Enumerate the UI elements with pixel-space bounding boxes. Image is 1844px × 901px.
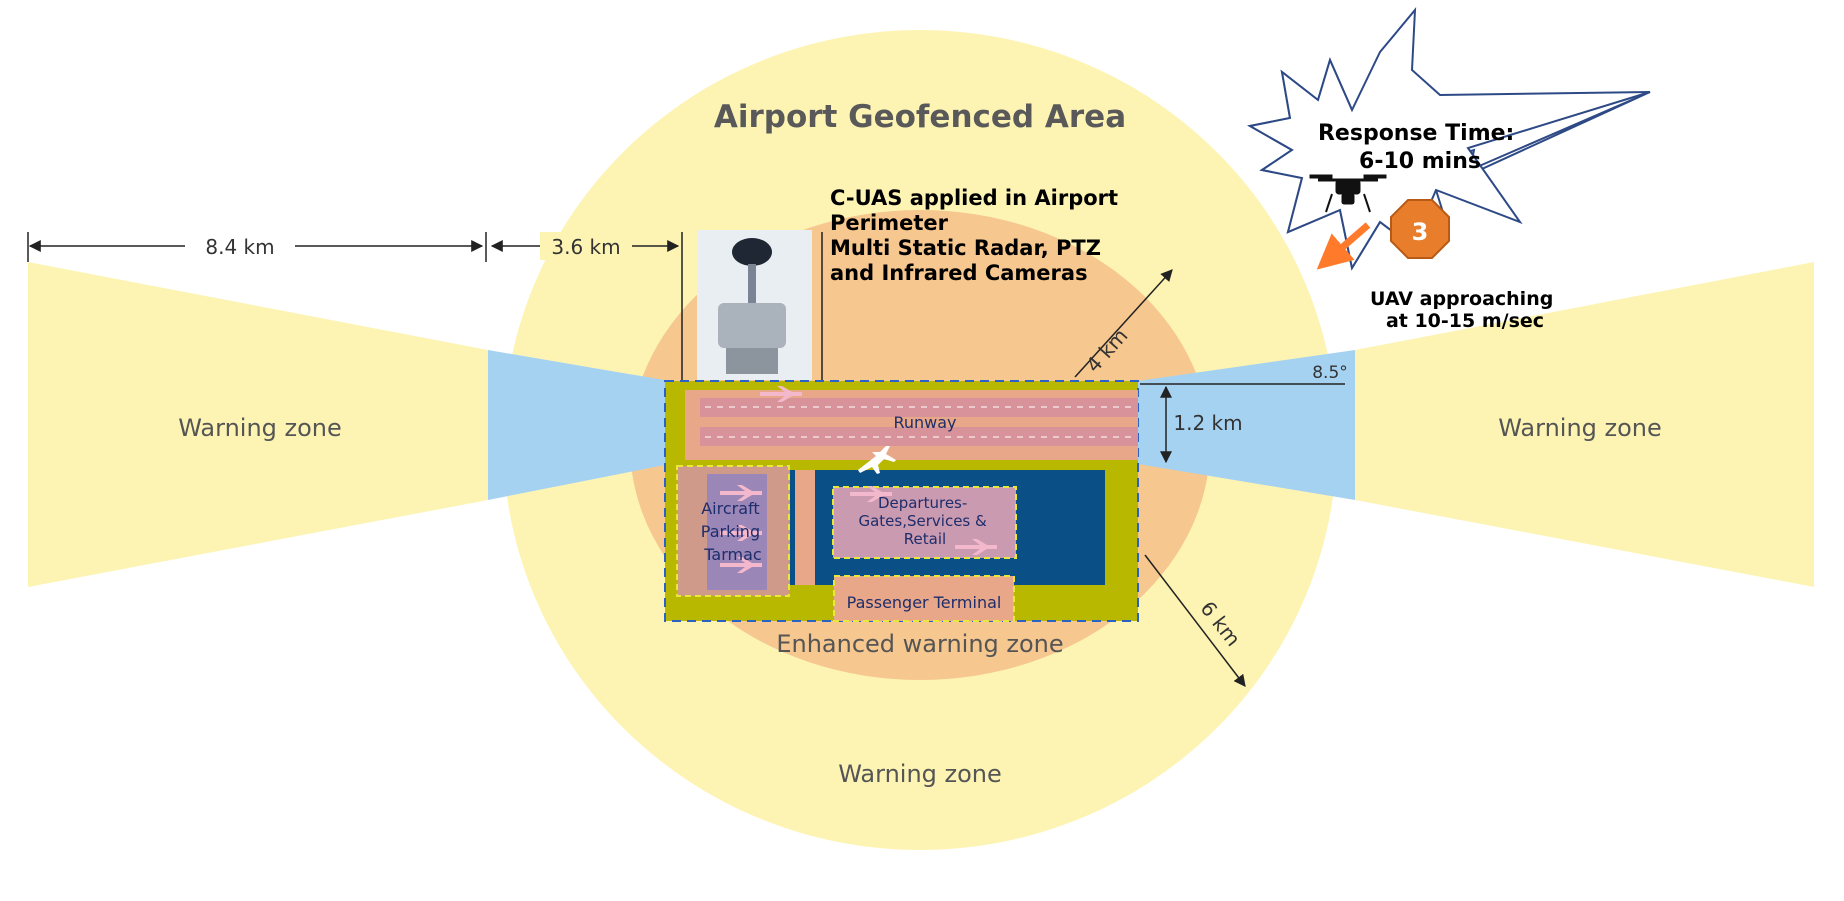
left-warning-label: Warning zone (178, 414, 342, 442)
airport-layout (664, 380, 1139, 622)
right-warning-wedge (1355, 262, 1814, 587)
uav-line-2: at 10-15 m/sec (1386, 310, 1544, 332)
runway-label: Runway (893, 413, 956, 432)
radar-sensor-photo (697, 230, 812, 380)
step-badge-number: 3 (1412, 218, 1429, 246)
right-approach-cone (1138, 350, 1355, 500)
radius-6km-arrow (1144, 554, 1246, 687)
departures-line-1: Departures- (878, 494, 967, 512)
parking-line-3: Tarmac (703, 545, 761, 564)
svg-text:Departures- Gates,Services: Departures- Gates,Services & Retail (858, 494, 991, 548)
enhanced-warning-label: Enhanced warning zone (776, 630, 1063, 658)
right-warning-label: Warning zone (1498, 414, 1662, 442)
cuas-line-4: and Infrared Cameras (830, 261, 1088, 285)
departures-line-3: Retail (904, 530, 946, 548)
uav-line-1: UAV approaching (1370, 288, 1553, 310)
drone-icon (1309, 174, 1387, 213)
departures-line-2: Gates,Services & (858, 512, 987, 530)
left-approach-cone (488, 350, 670, 500)
departures-block (832, 486, 1017, 559)
angle-label: 8.5° (1312, 363, 1348, 383)
radius-4km-arrow (1074, 269, 1173, 378)
svg-text:Aircraft Parking Tarma: Aircraft Parking Tarmac (701, 499, 765, 564)
bottom-warning-label: Warning zone (838, 760, 1002, 788)
passenger-terminal-block (833, 575, 1015, 622)
step-badge-octagon (1390, 199, 1450, 259)
svg-text:UAV approaching at 10-15 m: UAV approaching at 10-15 m/sec (1370, 288, 1560, 332)
response-time-line-1: Response Time: (1318, 121, 1514, 146)
cuas-line-3: Multi Static Radar, PTZ (830, 236, 1101, 260)
parking-line-1: Aircraft (701, 499, 759, 518)
distance-8-4-label: 8.4 km (205, 235, 274, 259)
svg-text:C-UAS applied in Airport P: C-UAS applied in Airport Perimeter Multi… (830, 186, 1125, 285)
runway-width-label: 1.2 km (1173, 411, 1242, 435)
svg-text:Response Time: 6-10 mins: Response Time: 6-10 mins (1318, 121, 1522, 174)
response-time-line-2: 6-10 mins (1359, 149, 1481, 174)
parking-line-2: Parking (701, 522, 760, 541)
left-warning-wedge (28, 262, 488, 587)
cuas-line-2: Perimeter (830, 211, 949, 235)
cuas-line-1: C-UAS applied in Airport (830, 186, 1118, 210)
uav-direction-arrow (1316, 222, 1371, 270)
passenger-terminal-label: Passenger Terminal (847, 593, 1002, 612)
airplane-icon (858, 446, 896, 474)
distance-3-6-label: 3.6 km (551, 235, 620, 259)
diagram-title: Airport Geofenced Area (714, 99, 1126, 135)
